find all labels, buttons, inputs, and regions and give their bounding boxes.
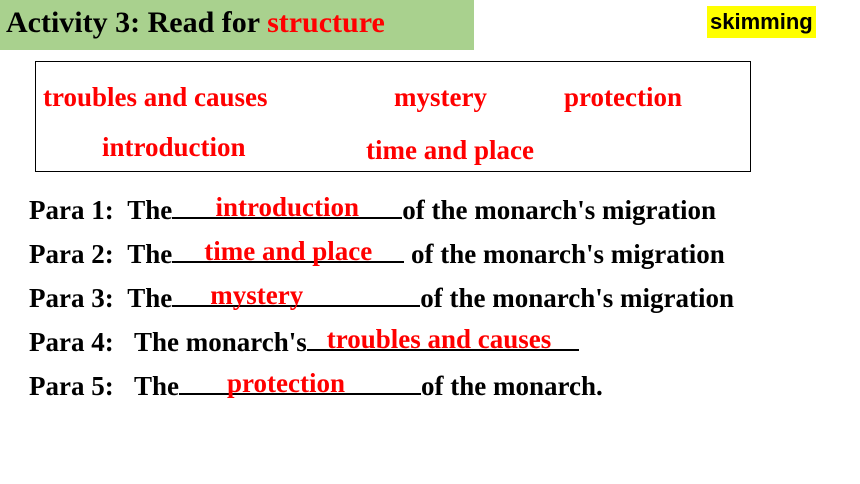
para-label: Para 1: — [29, 195, 114, 225]
word-bank-item: introduction — [102, 132, 246, 162]
title-banner: Activity 3: Read for structure — [0, 0, 474, 50]
answer-text: introduction — [215, 192, 359, 222]
title-prefix: Activity 3: Read for — [6, 6, 268, 39]
answer-text: troubles and causes — [326, 324, 552, 354]
para-after: of the monarch's migration — [420, 283, 734, 313]
para-label: Para 2: — [29, 239, 114, 269]
para-after: of the monarch. — [420, 371, 603, 401]
answer-blank: protection — [178, 368, 421, 398]
page-title: Activity 3: Read for structure — [6, 4, 385, 42]
para-label: Para 5: — [29, 371, 114, 401]
answer-blank: troubles and causes — [306, 324, 579, 354]
paragraph-4: Para 4: The monarch's troubles and causes — [29, 324, 579, 358]
para-label: Para 4: — [29, 327, 114, 357]
para-before: The monarch's — [133, 327, 307, 357]
answer-blank: introduction — [172, 192, 403, 222]
para-label: Para 3: — [29, 283, 114, 313]
para-before: The — [127, 283, 173, 313]
answer-text: protection — [226, 368, 345, 398]
answer-text: mystery — [210, 280, 304, 310]
word-bank-item: protection — [564, 82, 682, 112]
paragraph-1: Para 1: The introduction of the monarch's … — [29, 192, 716, 226]
para-before: The — [127, 195, 173, 225]
word-bank: troubles and causes mystery protection i… — [35, 61, 751, 172]
answer-blank: mystery — [172, 280, 421, 310]
para-after: of the monarch's migration — [410, 239, 725, 269]
paragraph-3: Para 3: The mystery of the monarch's migra… — [29, 280, 734, 314]
title-accent: structure — [267, 6, 385, 39]
para-before: The — [133, 371, 179, 401]
paragraph-2: Para 2: The time and place of the monarch… — [29, 236, 725, 270]
skimming-tag: skimming — [707, 6, 816, 38]
para-before: The — [127, 239, 173, 269]
word-bank-item: time and place — [366, 135, 534, 165]
answer-blank: time and place — [172, 236, 405, 266]
word-bank-item: troubles and causes — [43, 82, 268, 112]
para-after: of the monarch's migration — [402, 195, 716, 225]
paragraph-5: Para 5: The protection of the monarch. — [29, 368, 603, 402]
answer-text: time and place — [204, 236, 373, 266]
word-bank-item: mystery — [394, 82, 487, 112]
